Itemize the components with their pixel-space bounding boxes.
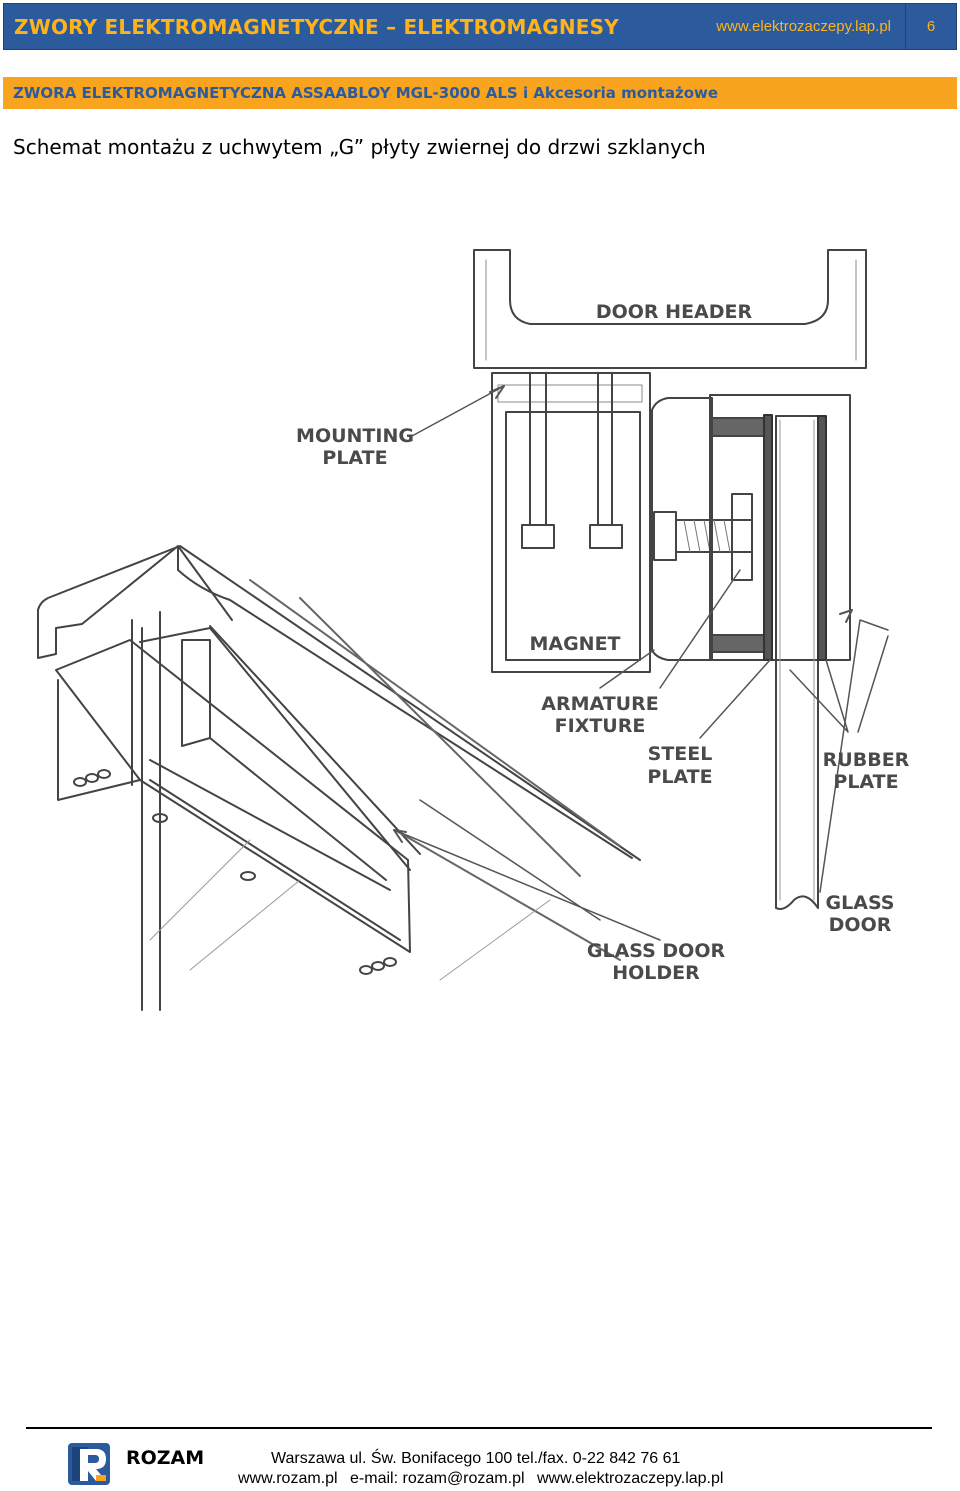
label-armature-fixture-line2: FIXTURE <box>555 715 646 737</box>
page-header-bar: ZWORY ELEKTROMAGNETYCZNE – ELEKTROMAGNES… <box>3 3 957 50</box>
label-mounting-plate-line1: MOUNTING <box>296 425 414 447</box>
section-title-bar: ZWORA ELEKTROMAGNETYCZNA ASSAABLOY MGL-3… <box>3 77 957 109</box>
magnet-shape <box>505 411 641 661</box>
footer-brand: ROZAM <box>126 1447 205 1469</box>
footer-contacts: www.rozam.pl e-mail: rozam@rozam.pl www.… <box>238 1470 731 1488</box>
label-door-header: DOOR HEADER <box>596 301 753 323</box>
door-header-shape <box>473 249 867 369</box>
glass-door-holder-shape <box>37 545 633 859</box>
label-steel-plate-line2: PLATE <box>647 766 712 788</box>
glass-door-shape <box>775 415 819 910</box>
mounting-plate-shape <box>491 372 651 673</box>
page-number-box: 6 <box>905 4 956 49</box>
footer-address: Warszawa ul. Św. Bonifacego 100 tel./fax… <box>271 1450 681 1467</box>
page-number: 6 <box>926 18 936 35</box>
label-glass-door-holder-line1: GLASS DOOR <box>587 940 726 962</box>
label-glass-door-holder-line2: HOLDER <box>612 962 700 984</box>
label-rubber-plate-line2: PLATE <box>833 771 898 793</box>
header-title: ZWORY ELEKTROMAGNETYCZNE – ELEKTROMAGNES… <box>14 14 619 39</box>
armature-fixture-shape <box>651 397 713 661</box>
rozam-logo-icon <box>68 1443 110 1485</box>
footer-website[interactable]: www.rozam.pl <box>238 1470 338 1487</box>
footer-email[interactable]: e-mail: rozam@rozam.pl <box>350 1470 525 1487</box>
header-url[interactable]: www.elektrozaczepy.lap.pl <box>716 18 891 35</box>
label-steel-plate-line1: STEEL <box>648 743 713 765</box>
footer-website2[interactable]: www.elektrozaczepy.lap.pl <box>536 1470 724 1487</box>
mounting-diagram: DOOR HEADER MOUNTING PLATE MAGNET ARMATU… <box>37 249 910 1011</box>
page-heading: Schemat montażu z uchwytem „G” płyty zwi… <box>13 135 706 159</box>
footer-divider <box>26 1427 932 1429</box>
label-rubber-plate-line1: RUBBER <box>823 749 910 771</box>
label-magnet: MAGNET <box>529 633 620 655</box>
label-mounting-plate-line2: PLATE <box>322 447 387 469</box>
label-armature-fixture-line1: ARMATURE <box>541 693 658 715</box>
label-glass-door-line2: DOOR <box>829 914 892 936</box>
steel-plate-shape <box>709 394 851 661</box>
section-title: ZWORA ELEKTROMAGNETYCZNA ASSAABLOY MGL-3… <box>13 84 719 102</box>
label-glass-door-line1: GLASS <box>826 892 895 914</box>
